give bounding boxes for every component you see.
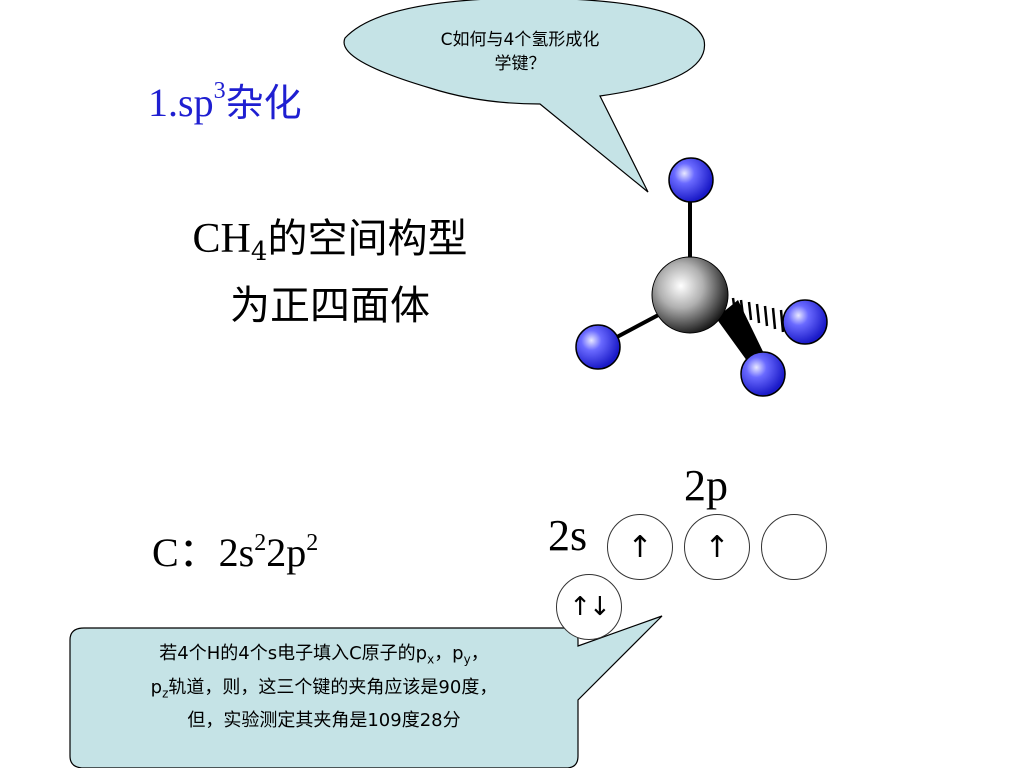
title-text: 1.sp: [148, 80, 214, 125]
config-sup-2p: 2: [306, 530, 319, 556]
ch4-statement: CH4的空间构型 为正四面体: [120, 212, 540, 333]
speech-bubble-top-text: C如何与4个氢形成化 学键？: [380, 28, 660, 76]
speech-bubble-bottom-text: 若4个H的4个s电子填入C原子的px，py， pz轨道，则，这三个键的夹角应该是…: [78, 640, 570, 735]
orbital-2s: ↑↓: [556, 574, 622, 640]
orbital-2p-1: ↑: [607, 514, 673, 580]
bubble-top-line1: C如何与4个氢形成化: [440, 30, 600, 50]
bubble-bottom-l1a: 若4个H的4个s电子填入C原子的p: [159, 643, 428, 664]
bubble-bottom-l2a: p: [150, 676, 163, 698]
orbital-2p-3: [761, 514, 827, 580]
bubble-top-line2: 学键？: [494, 54, 546, 74]
ch4-line1-text: 的空间构型: [267, 216, 468, 262]
orbital-2p-2: ↑: [684, 514, 750, 580]
ch4-subscript: 4: [250, 237, 268, 267]
bubble-bottom-sub-y: y: [463, 652, 471, 667]
config-sup-2s: 2: [254, 530, 267, 556]
bubble-bottom-l2b: 轨道，则，这三个键的夹角应该是90度，: [168, 676, 498, 698]
hydrogen-atom-left: [575, 324, 621, 370]
bubble-bottom-line1: 若4个H的4个s电子填入C原子的px，py，: [78, 640, 570, 674]
ch4-line2: 为正四面体: [230, 283, 430, 329]
bubble-bottom-l1c: ，: [470, 643, 489, 664]
electron-configuration: C：2s22p2: [152, 520, 318, 578]
orbital-label-2p: 2p: [684, 461, 728, 510]
bubble-bottom-sub-x: x: [427, 652, 435, 667]
ch4-formula: CH: [192, 216, 251, 262]
ch4-line1: CH4的空间构型: [120, 212, 540, 279]
title-superscript: 3: [213, 78, 226, 104]
title-suffix: 杂化: [225, 81, 302, 125]
bubble-bottom-sub-z: z: [162, 686, 169, 701]
bond-hashed: [731, 297, 785, 333]
hydrogen-atom-top: [668, 157, 714, 203]
bubble-bottom-line2: pz轨道，则，这三个键的夹角应该是90度，: [78, 674, 570, 708]
bubble-bottom-l1b: ，p: [434, 643, 464, 664]
methane-molecule: [575, 157, 828, 397]
slide-title: 1.sp3杂化: [148, 72, 302, 127]
config-2p: 2p: [266, 530, 307, 575]
config-prefix: C：2s: [152, 530, 255, 575]
bubble-bottom-line3: 但，实验测定其夹角是109度28分: [187, 710, 461, 732]
carbon-atom: [651, 256, 729, 334]
orbital-label-2s: 2s: [548, 511, 588, 560]
speech-bubble-top: [343, 0, 706, 193]
hydrogen-atom-bottom: [740, 351, 786, 397]
hydrogen-atom-right: [782, 299, 828, 345]
